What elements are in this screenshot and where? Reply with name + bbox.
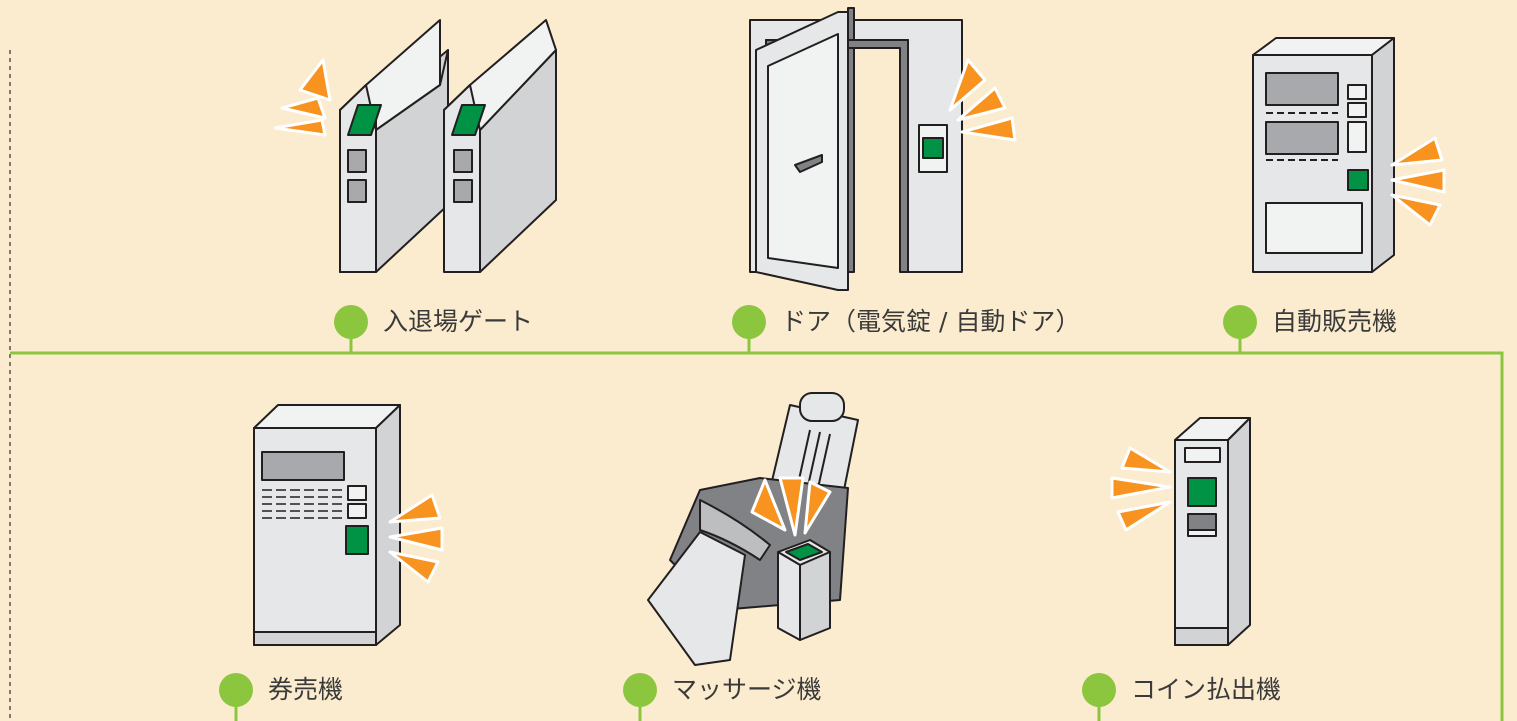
gate-reader-icon: [451, 104, 486, 136]
door-illustration: [749, 7, 1017, 291]
door-dot: [732, 305, 766, 339]
gate-reader-icon: [347, 104, 382, 136]
ticket-label: 券売機: [268, 675, 344, 704]
gate-label: 入退場ゲート: [383, 307, 534, 336]
coin-label: コイン払出機: [1131, 675, 1282, 704]
massage-reader-icon: [785, 543, 823, 561]
coin-reader-icon: [1187, 477, 1217, 507]
ticket-illustration: [253, 404, 444, 646]
massage-signal-icon: [750, 476, 832, 537]
massage-illustration: [647, 392, 859, 666]
vending-signal-icon: [1390, 136, 1446, 227]
ticket-signal-icon: [388, 493, 444, 584]
label-dots: [219, 305, 1257, 707]
gate-signal-icon: [273, 58, 332, 137]
massage-dot: [623, 673, 657, 707]
door-label: ドア（電気錠 / 自動ドア）: [781, 307, 1081, 336]
vending-dot: [1223, 305, 1257, 339]
coin-signal-icon: [1110, 446, 1172, 532]
gate-dot: [334, 305, 368, 339]
ticket-reader-icon: [345, 525, 369, 555]
coin-illustration: [1110, 417, 1251, 646]
door-reader-icon: [922, 137, 944, 159]
vending-reader-icon: [1347, 169, 1369, 191]
ticket-dot: [219, 673, 253, 707]
door-signal-icon: [948, 58, 1017, 142]
coin-dot: [1082, 673, 1116, 707]
gate-illustration: [273, 19, 557, 273]
vending-illustration: [1252, 37, 1446, 273]
massage-label: マッサージ機: [672, 675, 822, 704]
vending-label: 自動販売機: [1272, 307, 1398, 336]
